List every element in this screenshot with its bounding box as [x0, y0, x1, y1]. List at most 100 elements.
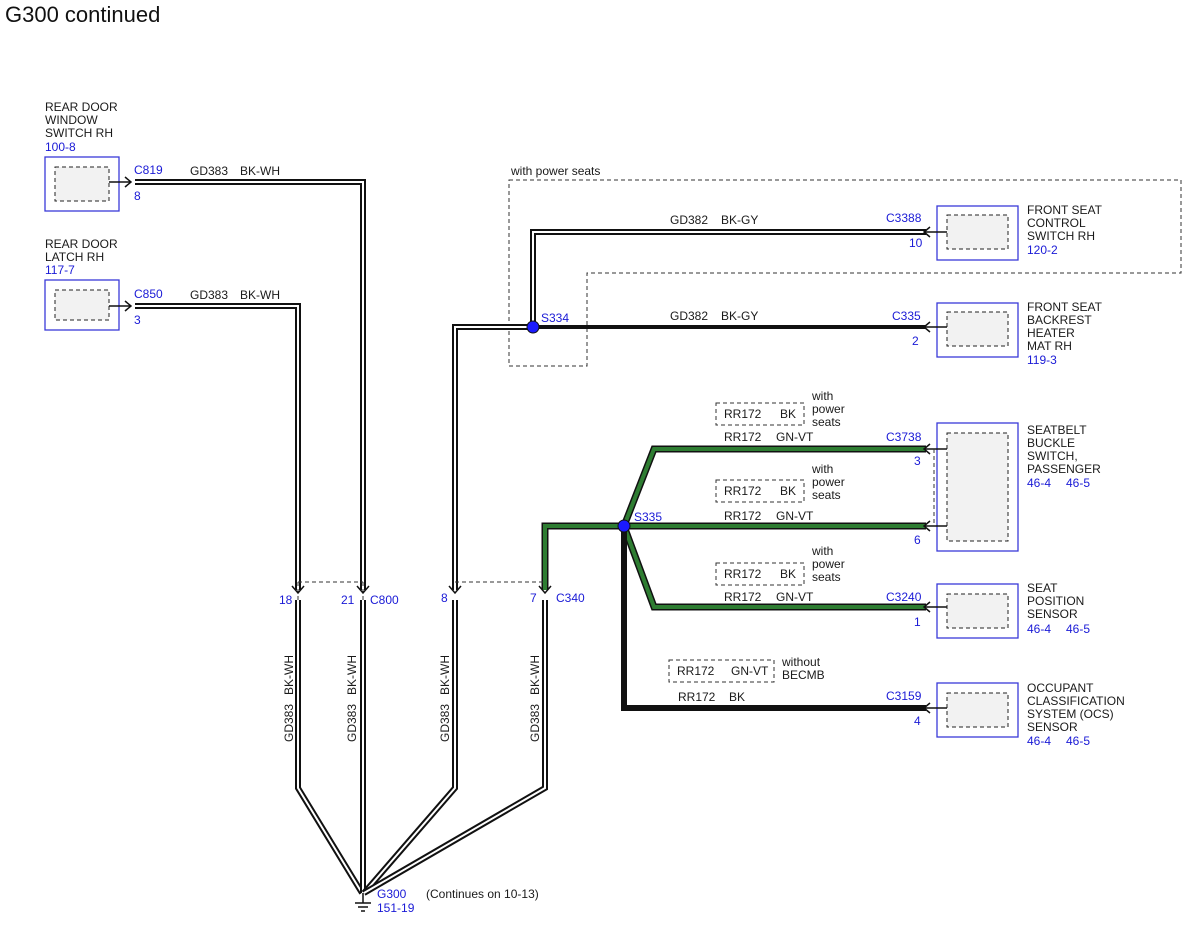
option-note: with power seats — [811, 389, 848, 429]
option-note: without BECMB — [781, 655, 825, 682]
svg-text:BK: BK — [780, 484, 796, 498]
component-ocs-sensor: C3159 4 OCCUPANT CLASSIFICATION SYSTEM (… — [886, 681, 1128, 748]
wire-gd383-s334-c340 — [452, 324, 533, 590]
svg-text:RR172: RR172 — [724, 407, 762, 421]
option-label-with-power-seats: with power seats — [510, 164, 600, 178]
c340-pin-8: 8 — [441, 591, 448, 605]
wire-gd382-c3388 — [530, 229, 926, 327]
connector-label: C3388 — [886, 211, 922, 225]
svg-text:BK: BK — [780, 407, 796, 421]
component-front-seat-backrest-heater: C335 2 FRONT SEAT BACKREST HEATER MAT RH… — [892, 300, 1105, 367]
wire-label-bk-wh: BK-WH — [240, 288, 280, 302]
option-note: with power seats — [811, 462, 848, 502]
c800-pin-18: 18 — [279, 593, 293, 607]
wire-label-rr172: RR172 — [678, 690, 716, 704]
inline-connector-c800: 18 21 C800 — [279, 581, 399, 607]
wire-label-bk-wh-vertical: BK-WH — [282, 655, 296, 695]
wire-label-rr172: RR172 — [724, 430, 762, 444]
component-ref: 117-7 — [45, 263, 75, 277]
ground-g300: G300 151-19 (Continues on 10-13) — [355, 887, 539, 915]
wire-label-gd383-vertical: GD383 — [438, 704, 452, 742]
connector-pin-arrow — [109, 176, 133, 188]
wire-label-gd383-vertical: GD383 — [528, 704, 542, 742]
svg-text:BK: BK — [780, 567, 796, 581]
wire-label-bk: BK — [729, 690, 745, 704]
wire-rr172-green — [541, 445, 926, 611]
component-name: FRONT SEAT BACKREST HEATER MAT RH — [1027, 300, 1105, 353]
connector-pin: 10 — [909, 236, 923, 250]
component-name: OCCUPANT CLASSIFICATION SYSTEM (OCS) SEN… — [1027, 681, 1128, 734]
component-name: FRONT SEAT CONTROL SWITCH RH — [1027, 203, 1105, 243]
connector-label: C3738 — [886, 430, 922, 444]
connector-label: C819 — [134, 163, 163, 177]
c800-label: C800 — [370, 593, 399, 607]
wire-label-bk-gy: BK-GY — [721, 309, 758, 323]
splice-label: S334 — [541, 311, 569, 325]
wire-gd383-c850 — [135, 303, 301, 590]
c340-label: C340 — [556, 591, 585, 605]
component-name: SEAT POSITION SENSOR — [1027, 581, 1088, 621]
connector-pin: 1 — [914, 615, 921, 629]
option-box-rr172-bk-2: RR172 BK with power seats — [715, 462, 848, 503]
component-ref: 100-8 — [45, 140, 76, 154]
inline-connector-c340: 8 7 C340 — [441, 581, 585, 605]
ground-ref: 151-19 — [377, 901, 415, 915]
component-ref-1: 46-4 — [1027, 476, 1051, 490]
wire-label-gn-vt: GN-VT — [776, 430, 814, 444]
option-box-rr172-bk-3: RR172 BK with power seats — [715, 544, 848, 586]
wire-label-gd382: GD382 — [670, 309, 708, 323]
connector-label: C3159 — [886, 689, 922, 703]
option-note: with power seats — [811, 544, 848, 584]
connector-pin: 8 — [134, 189, 141, 203]
wire-label-rr172: RR172 — [724, 509, 762, 523]
option-box-rr172-bk-1: RR172 BK with power seats — [715, 389, 848, 429]
splice-s334: S334 — [526, 311, 569, 334]
component-front-seat-control-switch: C3388 10 FRONT SEAT CONTROL SWITCH RH 12… — [886, 203, 1105, 261]
connector-pin: 2 — [912, 334, 919, 348]
wire-gd383-c340-pin7 — [362, 600, 548, 896]
connector-pin-3: 3 — [914, 454, 921, 468]
wire-label-gd383-vertical: GD383 — [345, 704, 359, 742]
c340-pin-7: 7 — [530, 591, 537, 605]
wire-label-gn-vt: GN-VT — [776, 509, 814, 523]
wire-label-bk-gy: BK-GY — [721, 213, 758, 227]
wire-label-gd382: GD382 — [670, 213, 708, 227]
option-region-with-power-seats — [508, 179, 1182, 367]
connector-label: C3240 — [886, 590, 922, 604]
page-title: G300 continued — [5, 2, 160, 27]
wire-label-bk-wh: BK-WH — [240, 164, 280, 178]
wire-gd383-c819 — [135, 179, 366, 590]
option-box-rr172-gn-vt: RR172 GN-VT without BECMB — [668, 655, 825, 683]
component-ref: 120-2 — [1027, 243, 1058, 257]
wire-label-gd383-vertical: GD383 — [282, 704, 296, 742]
splice-label: S335 — [634, 510, 662, 524]
component-seat-position-sensor: C3240 1 SEAT POSITION SENSOR 46-4 46-5 — [886, 581, 1090, 639]
wire-label-gd383: GD383 — [190, 164, 228, 178]
connector-label: C335 — [892, 309, 921, 323]
component-rear-door-window-switch: REAR DOOR WINDOW SWITCH RH 100-8 C819 8 — [44, 100, 163, 212]
wire-label-bk-wh-vertical: BK-WH — [345, 655, 359, 695]
component-ref-2: 46-5 — [1066, 622, 1090, 636]
svg-text:RR172: RR172 — [724, 567, 762, 581]
connector-label: C850 — [134, 287, 163, 301]
wire-label-gd383: GD383 — [190, 288, 228, 302]
wire-label-bk-wh-vertical: BK-WH — [438, 655, 452, 695]
svg-text:GN-VT: GN-VT — [731, 664, 769, 678]
c800-pin-21: 21 — [341, 593, 355, 607]
component-name: REAR DOOR LATCH RH — [45, 237, 121, 264]
component-ref-2: 46-5 — [1066, 476, 1090, 490]
svg-text:RR172: RR172 — [724, 484, 762, 498]
connector-pin: 4 — [914, 714, 921, 728]
component-rear-door-latch: REAR DOOR LATCH RH 117-7 C850 3 — [44, 237, 163, 331]
component-ref-1: 46-4 — [1027, 734, 1051, 748]
wire-rr172-bk-ocs — [621, 526, 926, 711]
wire-label-rr172: RR172 — [724, 590, 762, 604]
connector-pin-6: 6 — [914, 533, 921, 547]
svg-text:RR172: RR172 — [677, 664, 715, 678]
component-ref-2: 46-5 — [1066, 734, 1090, 748]
splice-s335: S335 — [617, 510, 662, 533]
component-ref: 119-3 — [1027, 353, 1057, 367]
component-ref-1: 46-4 — [1027, 622, 1051, 636]
component-seatbelt-buckle-switch: C3738 3 6 SEATBELT BUCKLE SWITCH, PASSEN… — [886, 422, 1101, 552]
